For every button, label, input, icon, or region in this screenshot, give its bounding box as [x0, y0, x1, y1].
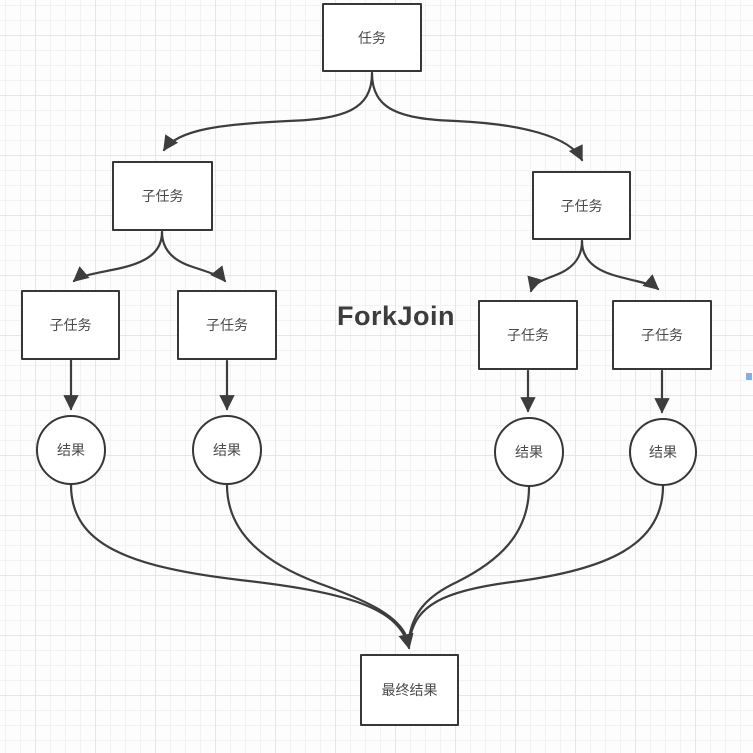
edge-forkleft-to-leaf1 — [72, 230, 164, 283]
edge-root-to-fork-left — [162, 71, 374, 152]
node-result-1[interactable]: 结果 — [36, 415, 106, 485]
edge-result1-to-final — [69, 483, 414, 650]
node-subtask-leaf-4[interactable]: 子任务 — [612, 300, 712, 370]
edge-forkleft-to-leaf2 — [160, 230, 227, 283]
canvas-edge-artifact — [746, 373, 752, 380]
node-task-root[interactable]: 任务 — [322, 3, 422, 72]
node-label: 子任务 — [206, 317, 248, 333]
node-label: 子任务 — [560, 197, 603, 214]
node-subtask-leaf-3[interactable]: 子任务 — [478, 300, 578, 370]
node-label: 子任务 — [49, 317, 92, 333]
node-subtask-leaf-2[interactable]: 子任务 — [177, 290, 277, 360]
edge-result4-to-final — [408, 484, 665, 640]
node-result-2[interactable]: 结果 — [192, 415, 262, 485]
edge-result2-to-final — [225, 483, 409, 640]
edge-forkright-to-leaf3 — [527, 239, 584, 293]
node-label: 结果 — [515, 444, 543, 460]
node-label: 结果 — [57, 442, 85, 458]
edge-forkright-to-leaf4 — [580, 239, 660, 291]
node-label: 结果 — [649, 444, 677, 460]
forkjoin-title: ForkJoin — [337, 301, 456, 331]
node-result-3[interactable]: 结果 — [494, 417, 564, 487]
edge-result3-to-final — [407, 485, 531, 640]
node-result-4[interactable]: 结果 — [629, 418, 697, 486]
edge-root-to-fork-right — [370, 71, 584, 162]
node-final-result[interactable]: 最终结果 — [360, 654, 459, 726]
node-subtask-left[interactable]: 子任务 — [112, 161, 213, 231]
node-label: 子任务 — [641, 327, 683, 343]
node-label: 子任务 — [141, 188, 184, 204]
node-label: 任务 — [358, 29, 386, 46]
node-label: 子任务 — [507, 327, 549, 343]
node-subtask-right[interactable]: 子任务 — [532, 171, 631, 240]
node-label: 最终结果 — [381, 682, 438, 698]
node-subtask-leaf-1[interactable]: 子任务 — [21, 290, 120, 360]
node-label: 结果 — [213, 442, 241, 458]
